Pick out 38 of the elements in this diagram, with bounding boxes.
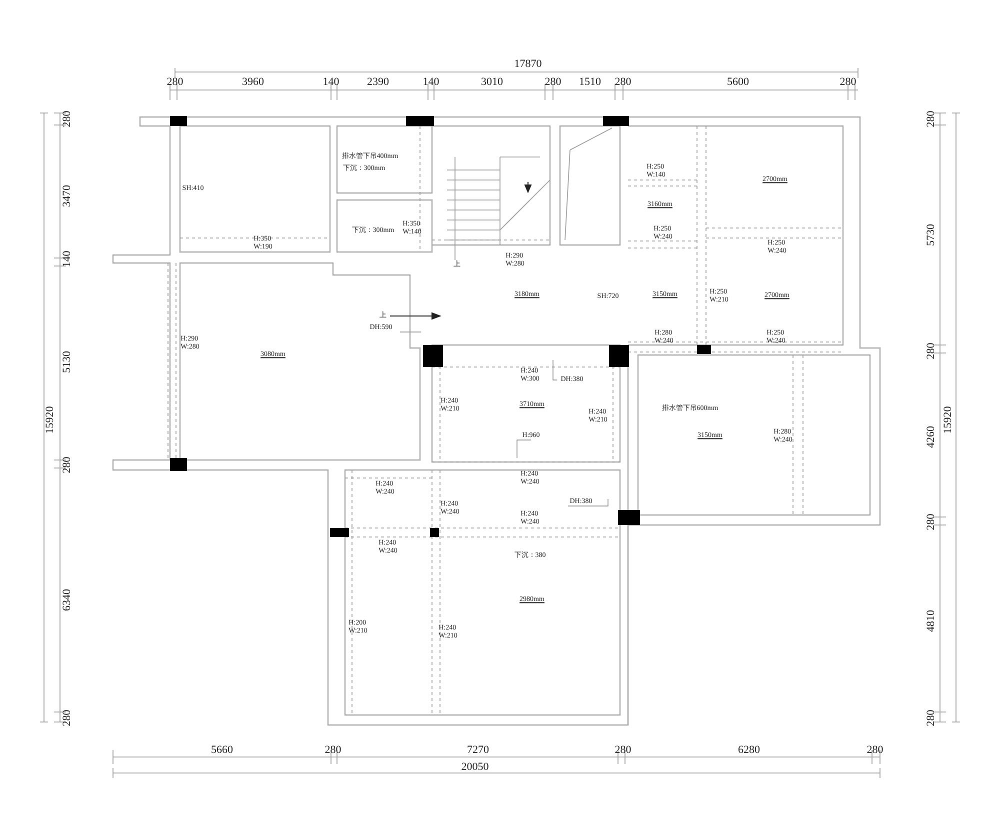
dimension-text: 17870	[514, 58, 542, 70]
dimension-text: 6280	[738, 744, 760, 756]
dimension-text: 280	[924, 514, 938, 530]
dimension-text: 280	[166, 76, 184, 88]
dimension-text: 280	[60, 456, 74, 474]
dimension-text: 280	[544, 76, 562, 88]
dimension-text: 280	[840, 76, 856, 88]
dimension-text: 140	[422, 76, 440, 88]
dimension-text: 280	[60, 710, 74, 726]
leader-line	[552, 360, 558, 380]
dimension-text: 280	[614, 744, 632, 756]
dimension-text: 15920	[44, 406, 56, 434]
dimension-text: 4260	[924, 426, 938, 448]
dimension-text: 280	[924, 710, 938, 726]
dimension-text: 6340	[60, 589, 74, 611]
dimension-text: 7270	[467, 744, 489, 756]
dimension-text: 280	[924, 342, 938, 360]
dimension-text: 140	[322, 76, 340, 88]
dimension-text: 5660	[211, 744, 233, 756]
dimension-text: 1510	[579, 76, 601, 88]
dimension-text: 280	[60, 110, 74, 128]
dimension-text: 2390	[367, 76, 389, 88]
dimension-text: 4810	[924, 610, 938, 632]
dimension-text: 3960	[242, 76, 264, 88]
leader-line	[568, 498, 608, 506]
dimension-text: 280	[324, 744, 342, 756]
dimension-text: 5600	[727, 76, 749, 88]
dimension-text: 5730	[924, 224, 938, 246]
dimension-text: 280	[866, 744, 884, 756]
dimension-text: 20050	[461, 760, 489, 774]
dimension-text: 140	[60, 250, 74, 268]
dimension-text: 3010	[481, 76, 503, 88]
dimension-text: 280	[614, 76, 632, 88]
dimension-text: 15920	[942, 406, 954, 434]
dimension-text: 5130	[60, 351, 74, 373]
leader-line	[516, 440, 532, 458]
dimension-text: 280	[924, 110, 938, 128]
dimension-text: 3470	[60, 185, 74, 207]
